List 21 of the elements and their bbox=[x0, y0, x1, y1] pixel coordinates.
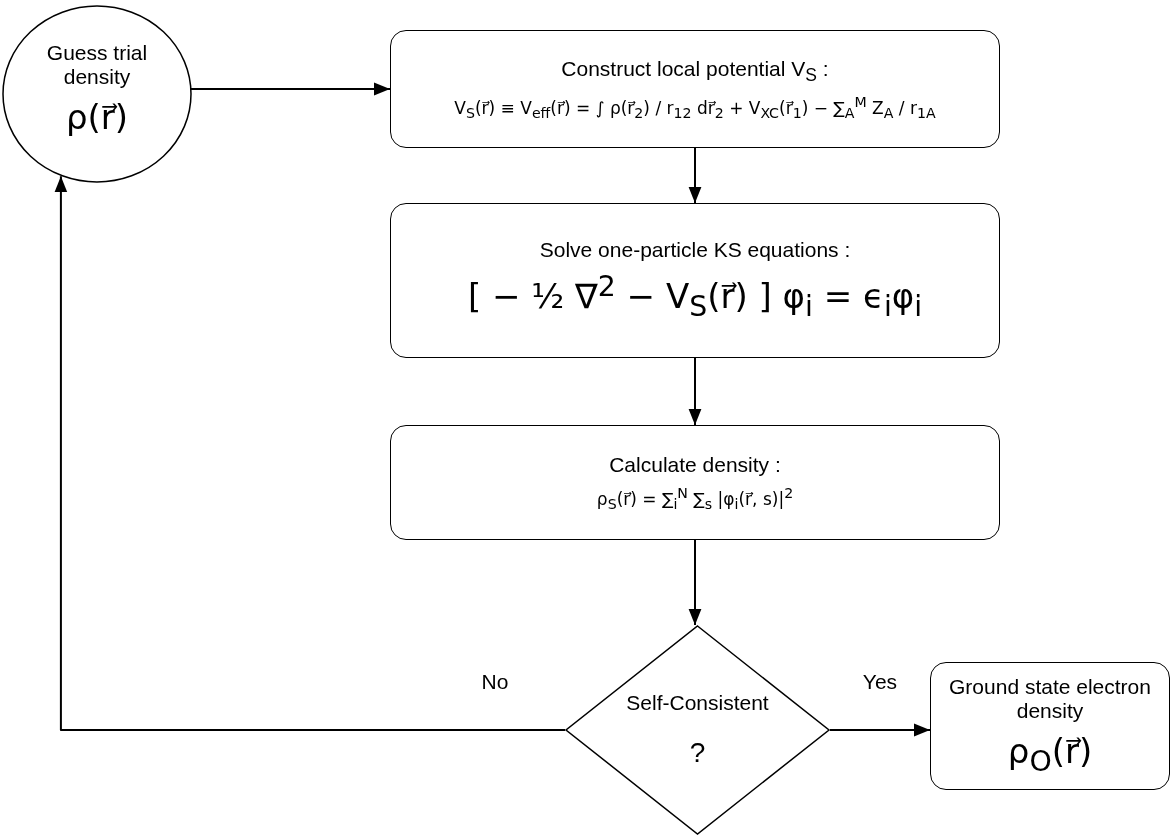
arrow bbox=[688, 357, 702, 426]
arrow bbox=[688, 147, 702, 204]
equation: ρ$_{S}$(r⃗) = ∑$_{i}$$^{N}$ ∑$_{s}$ |φ$_{i}$(r⃗, s)|$^{2}$ bbox=[596, 484, 794, 512]
step-title: Self-Consistent bbox=[625, 691, 770, 715]
equation: V$_{S}$(r⃗) ≡ V$_{eff}$(r⃗) = ∫ ρ(r⃗$_{2}$) / r$_{12}$ dr⃗$_{2}$ + V$_{XC}$(r⃗$_{1}$) − ∑$_{A}$$^{M}$ Z$_{A}$ / r$_{1A}$ bbox=[454, 94, 936, 122]
step-title: Guess trial density bbox=[45, 41, 149, 89]
step-title: Ground state electron density bbox=[948, 674, 1152, 723]
equation: ρ(r⃗) bbox=[65, 97, 129, 137]
process-box bbox=[390, 425, 1000, 540]
step-title: Solve one-particle KS equations : bbox=[538, 237, 852, 262]
process-box bbox=[390, 203, 1000, 358]
arrow bbox=[829, 723, 931, 737]
terminal-box bbox=[930, 662, 1170, 790]
arrow bbox=[54, 175, 566, 731]
equation: [ − ½ ∇$^{2}$ − V$_{S}$(r⃗) ] φ$_{i}$ = ϵ$_{i}$φ$_{i}$ bbox=[467, 269, 923, 324]
arrow bbox=[688, 539, 702, 626]
step-title: Calculate density : bbox=[608, 452, 782, 477]
step-title: Construct local potential V$_{S}$ : bbox=[560, 56, 830, 87]
question-mark: ? bbox=[688, 737, 707, 769]
equation: ρ$_{O}$(r⃗) bbox=[1007, 730, 1093, 778]
process-box bbox=[390, 30, 1000, 148]
